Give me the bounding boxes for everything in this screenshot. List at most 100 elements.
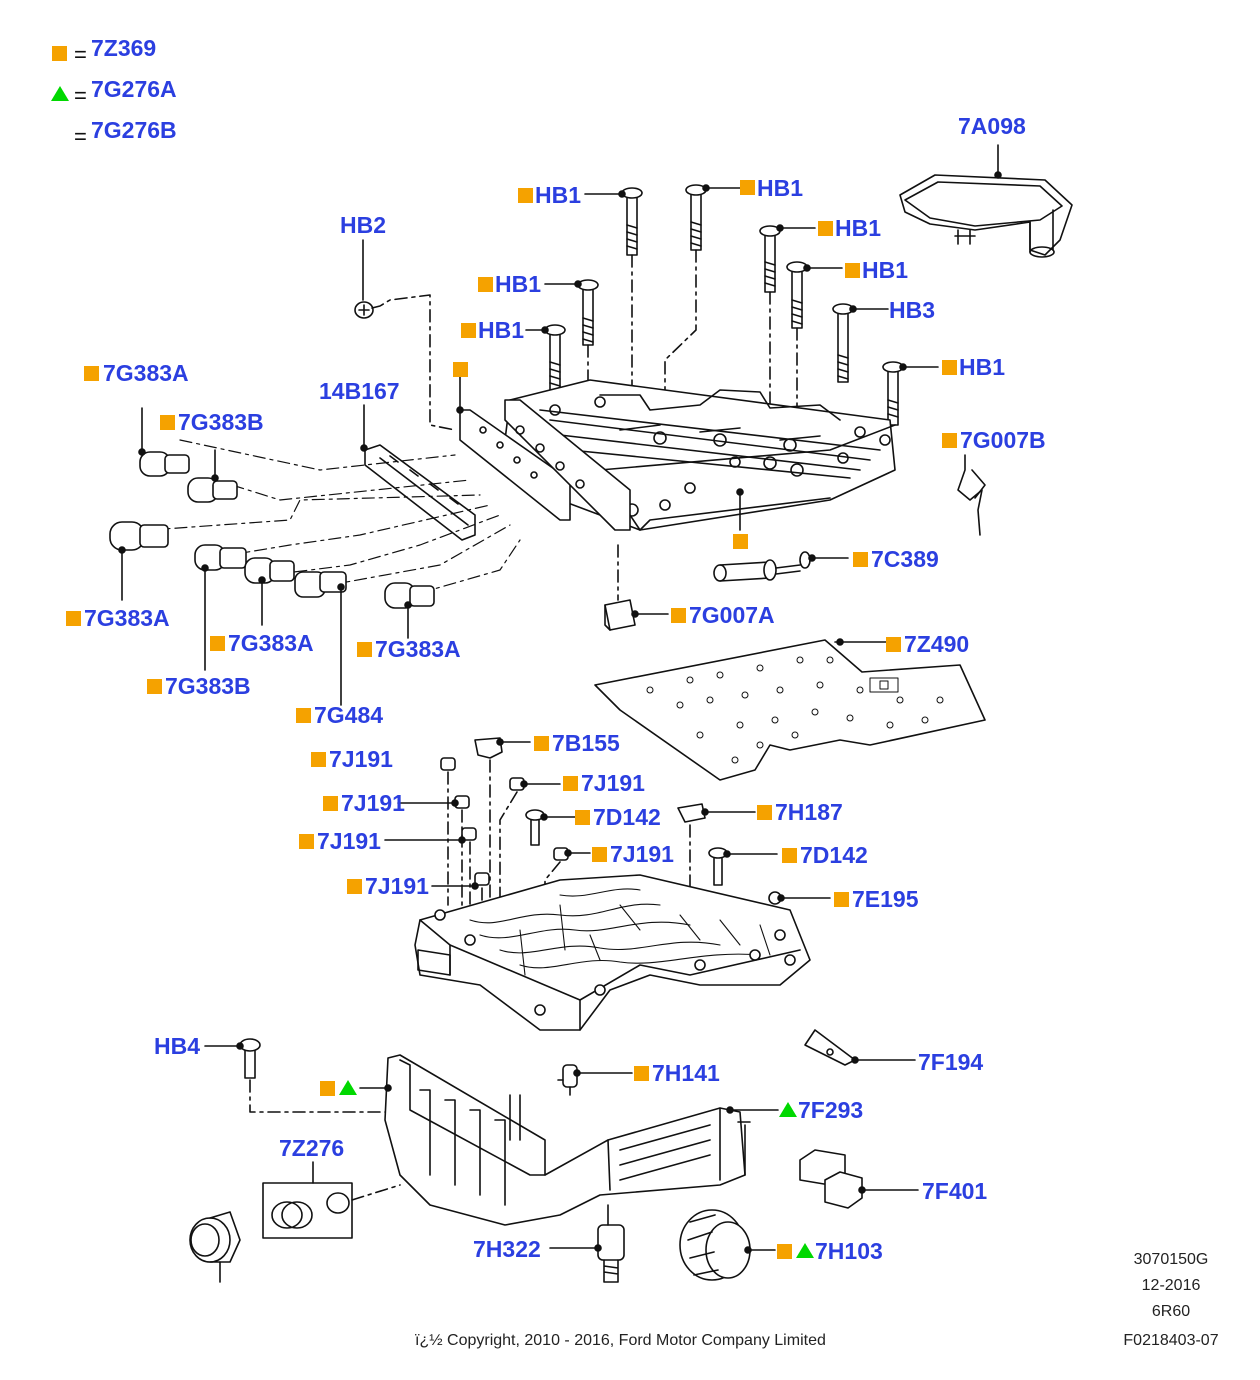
marker-square <box>782 848 797 863</box>
label-hb1-d: HB1 <box>862 257 909 283</box>
label-7c389: 7C389 <box>871 546 939 572</box>
marker-square <box>210 636 225 651</box>
marker-square <box>845 263 860 278</box>
module-7h103 <box>679 1209 776 1281</box>
marker-square <box>453 362 468 377</box>
marker-triangle <box>339 1080 357 1095</box>
label-7g383a-2: 7G383A <box>84 605 170 631</box>
diagram-date: 12-2016 <box>1141 1277 1201 1294</box>
marker-square <box>942 360 957 375</box>
copyright-notice: ï¿½ Copyright, 2010 - 2016, Ford Motor C… <box>415 1332 826 1349</box>
label-hb1-e: HB1 <box>495 271 542 297</box>
plug-7h322 <box>189 1204 625 1283</box>
marker-square <box>461 323 476 338</box>
marker-square <box>84 366 99 381</box>
marker-square <box>777 1244 792 1259</box>
label-7g383a-4: 7G383A <box>375 636 461 662</box>
marker-square <box>733 534 748 549</box>
marker-triangle <box>796 1243 814 1258</box>
label-7z490: 7Z490 <box>904 631 970 657</box>
label-7j191-2: 7J191 <box>581 770 645 796</box>
label-7g383a-1: 7G383A <box>103 360 189 386</box>
legend-equals-3: = <box>74 124 87 149</box>
legend-square-marker <box>52 46 67 61</box>
marker-square <box>818 221 833 236</box>
hb2-screw <box>354 239 456 431</box>
marker-square <box>160 415 175 430</box>
marker-square <box>296 708 311 723</box>
marker-square <box>66 611 81 626</box>
label-7h322: 7H322 <box>473 1236 541 1262</box>
marker-square <box>757 805 772 820</box>
label-hb2: HB2 <box>340 212 387 238</box>
legend-triangle-code: 7G276A <box>91 76 177 102</box>
label-7j191-5: 7J191 <box>610 841 674 867</box>
label-7j191-4: 7J191 <box>317 828 381 854</box>
label-7z276: 7Z276 <box>279 1135 345 1161</box>
label-7g007a: 7G007A <box>689 602 775 628</box>
label-7j191-3: 7J191 <box>341 790 405 816</box>
label-hb1-f: HB1 <box>478 317 525 343</box>
label-7h141: 7H141 <box>652 1060 720 1086</box>
hb1-bolts <box>525 184 939 511</box>
connector-14b167 <box>360 404 476 541</box>
model-code: 6R60 <box>1151 1303 1191 1320</box>
pin-7c389 <box>713 551 849 582</box>
harness-lines <box>149 439 521 594</box>
marker-square <box>563 776 578 791</box>
label-7g383b-2: 7G383B <box>165 673 251 699</box>
legend-equals-2: = <box>74 83 87 108</box>
marker-square <box>671 608 686 623</box>
clip-7g007b <box>957 454 986 536</box>
bracket-7f194 <box>804 1029 916 1066</box>
label-7d142-2: 7D142 <box>800 842 868 868</box>
label-14b167: 14B167 <box>319 378 400 404</box>
marker-square <box>311 752 326 767</box>
seal-kit-7z276 <box>262 1161 401 1239</box>
label-7h103: 7H103 <box>815 1238 883 1264</box>
solenoid-body-assembly <box>359 1054 779 1226</box>
marker-square <box>478 277 493 292</box>
filter-7a098-part <box>899 144 1073 258</box>
marker-square <box>518 188 533 203</box>
marker-square <box>320 1081 335 1096</box>
label-7a098: 7A098 <box>958 113 1026 139</box>
solenoids <box>109 407 435 706</box>
label-7f194: 7F194 <box>918 1049 984 1075</box>
figure-number: F0218403-07 <box>1123 1332 1219 1349</box>
label-7b155: 7B155 <box>552 730 620 756</box>
label-7h187: 7H187 <box>775 799 843 825</box>
label-hb1-g: HB1 <box>959 354 1006 380</box>
label-7j191-1: 7J191 <box>329 746 393 772</box>
label-hb3: HB3 <box>889 297 936 323</box>
marker-square <box>853 552 868 567</box>
marker-square <box>740 180 755 195</box>
label-7g383b-1: 7G383B <box>178 409 264 435</box>
label-hb4: HB4 <box>154 1033 201 1059</box>
label-7g383a-3: 7G383A <box>228 630 314 656</box>
marker-triangle <box>779 1102 797 1117</box>
legend-plain-code: 7G276B <box>91 117 177 143</box>
label-7j191-6: 7J191 <box>365 873 429 899</box>
marker-square <box>886 637 901 652</box>
marker-square <box>323 796 338 811</box>
legend-square-code: 7Z369 <box>91 35 157 61</box>
block-7g007a <box>604 544 669 631</box>
gasket-7z490 <box>594 638 986 781</box>
marker-square <box>834 892 849 907</box>
marker-square <box>534 736 549 751</box>
label-7f401: 7F401 <box>922 1178 988 1204</box>
label-7e195: 7E195 <box>852 886 919 912</box>
legend-equals-1: = <box>74 42 87 67</box>
marker-square <box>942 433 957 448</box>
marker-square <box>347 879 362 894</box>
marker-square <box>634 1066 649 1081</box>
connector-7f401 <box>799 1149 919 1209</box>
marker-square <box>575 810 590 825</box>
legend-triangle-marker <box>51 86 69 101</box>
marker-square <box>592 847 607 862</box>
diagram-code: 3070150G <box>1133 1251 1209 1268</box>
marker-square <box>147 679 162 694</box>
